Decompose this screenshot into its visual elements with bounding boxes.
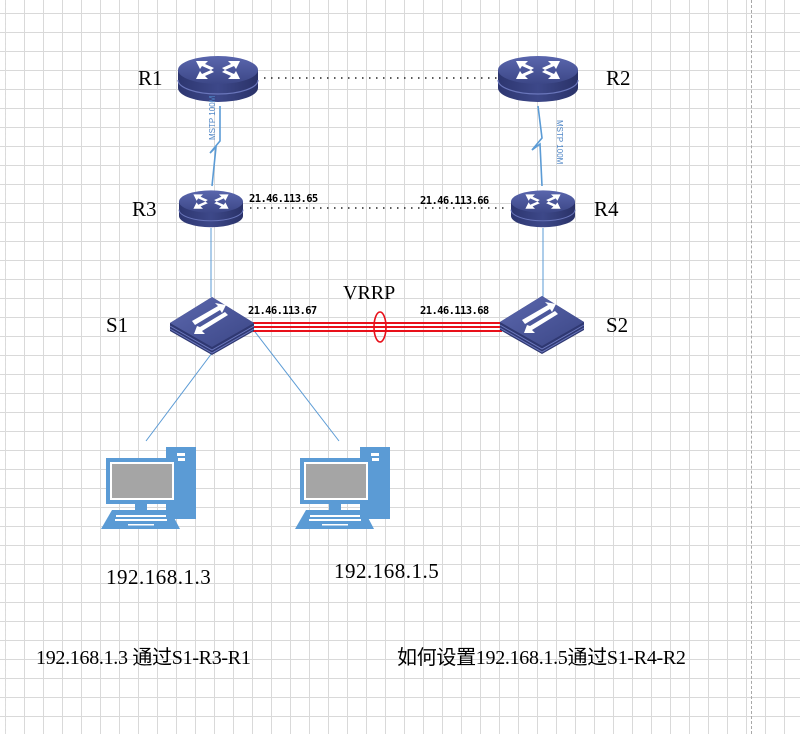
ip-s1: 21.46.113.67 bbox=[248, 305, 317, 317]
link-s1-pc1 bbox=[145, 352, 213, 442]
router-r1-icon[interactable] bbox=[177, 55, 259, 103]
page-boundary-right bbox=[751, 0, 752, 734]
aggregation-ellipse bbox=[373, 311, 387, 343]
label-s1: S1 bbox=[106, 313, 129, 337]
link-s1-s2-vrrp bbox=[253, 311, 502, 343]
page-boundary-left bbox=[5, 0, 6, 734]
label-link-r2-r4: MSTP 100M bbox=[555, 120, 564, 165]
label-r4: R4 bbox=[594, 197, 619, 221]
link-r2-r4 bbox=[531, 105, 543, 187]
label-vrrp: VRRP bbox=[343, 282, 396, 304]
pc-host-1-icon[interactable] bbox=[101, 447, 196, 529]
router-r4-icon[interactable] bbox=[510, 189, 576, 228]
link-r1-r3 bbox=[209, 106, 221, 187]
label-host-2: 192.168.1.5 bbox=[334, 559, 440, 583]
switch-s1-icon[interactable] bbox=[169, 296, 255, 356]
pc-host-2-icon[interactable] bbox=[295, 447, 390, 529]
label-host-1: 192.168.1.3 bbox=[106, 565, 212, 589]
label-s2: S2 bbox=[606, 313, 629, 337]
note-left: 192.168.1.3 通过S1-R3-R1 bbox=[36, 647, 251, 669]
ip-s2: 21.46.113.68 bbox=[420, 305, 489, 317]
label-r1: R1 bbox=[138, 66, 163, 90]
note-right: 如何设置192.168.1.5通过S1-R4-R2 bbox=[397, 647, 686, 669]
switch-s2-icon[interactable] bbox=[499, 295, 585, 355]
link-s1-pc2 bbox=[251, 327, 340, 442]
label-r3: R3 bbox=[132, 197, 157, 221]
label-link-r1-r3: MSTP 100M bbox=[208, 95, 217, 140]
ip-r4: 21.46.113.66 bbox=[420, 195, 489, 207]
label-r2: R2 bbox=[606, 66, 631, 90]
ip-r3: 21.46.113.65 bbox=[249, 193, 318, 205]
router-r3-icon[interactable] bbox=[178, 189, 244, 228]
router-r2-icon[interactable] bbox=[497, 55, 579, 103]
